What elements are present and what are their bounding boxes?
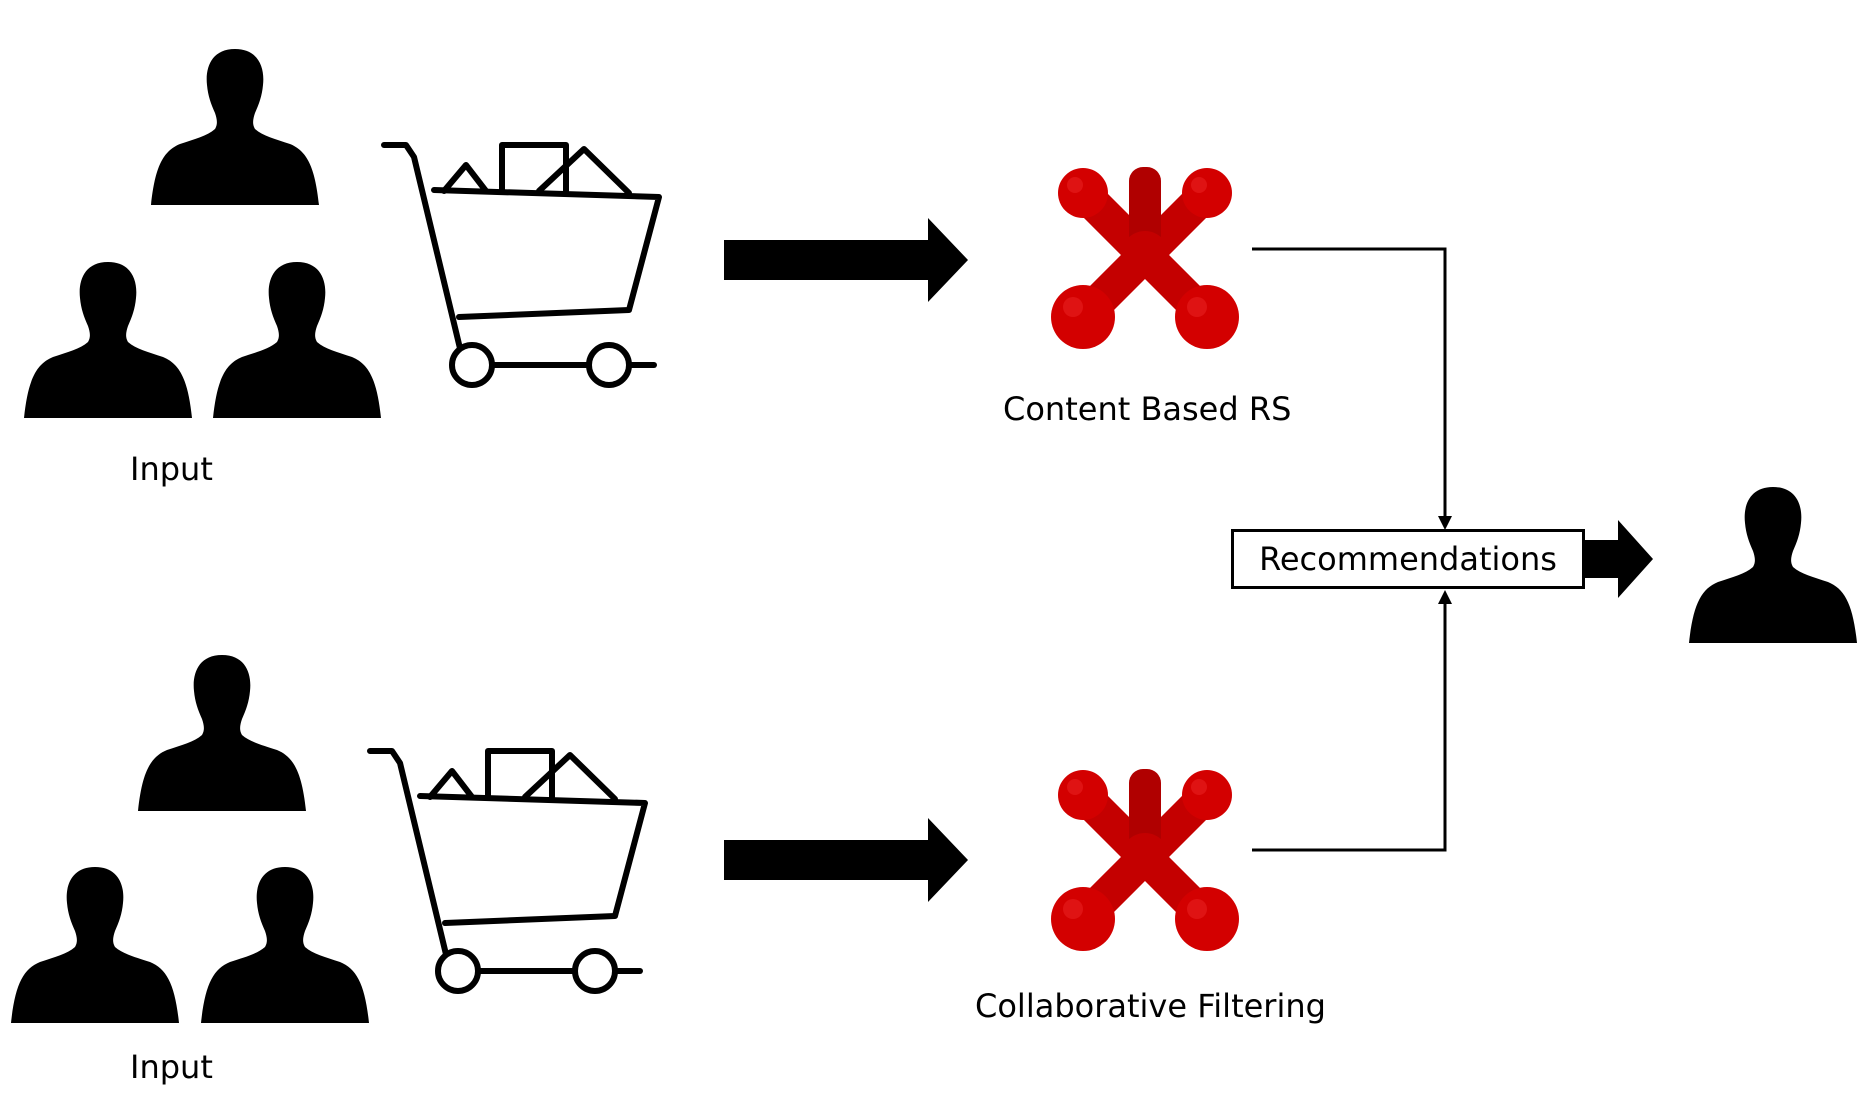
user-silhouette-icon	[138, 655, 306, 811]
arrow-right-icon	[1585, 520, 1653, 598]
connector-line	[1252, 598, 1447, 852]
connector-line	[1252, 247, 1447, 522]
user-silhouette-icon	[1689, 487, 1857, 643]
content-based-rs-label: Content Based RS	[1003, 390, 1292, 428]
input-label: Input	[130, 450, 213, 488]
user-silhouette-icon	[151, 49, 319, 205]
collaborative-filtering-label: Collaborative Filtering	[975, 987, 1326, 1025]
arrow-head-icon	[1438, 516, 1452, 530]
recommendations-box: Recommendations	[1231, 529, 1585, 589]
shopping-cart-icon	[384, 145, 659, 385]
arrow-head-icon	[1438, 590, 1452, 604]
arrow-right-icon	[724, 218, 968, 302]
arrow-right-icon	[724, 818, 968, 902]
shopping-cart-icon	[370, 751, 645, 991]
input-label: Input	[130, 1048, 213, 1086]
user-silhouette-icon	[201, 867, 369, 1023]
red-jack-model-icon	[1051, 769, 1239, 951]
user-silhouette-icon	[213, 262, 381, 418]
user-silhouette-icon	[11, 867, 179, 1023]
red-jack-model-icon	[1051, 167, 1239, 349]
recommendations-label: Recommendations	[1259, 540, 1557, 578]
user-silhouette-icon	[24, 262, 192, 418]
